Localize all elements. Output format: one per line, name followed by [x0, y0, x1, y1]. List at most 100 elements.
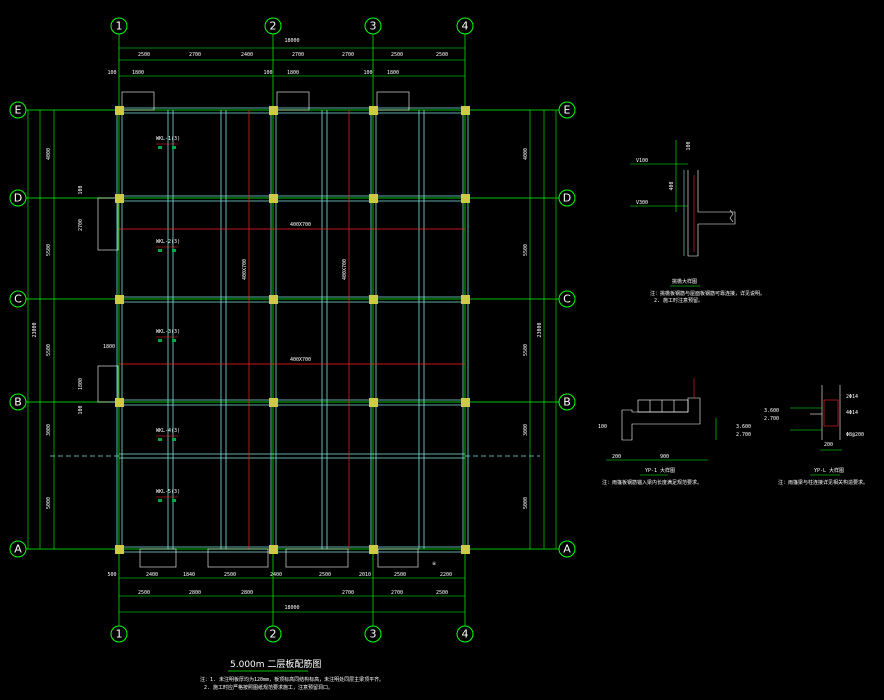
svg-text:4000: 4000 [523, 148, 529, 160]
svg-text:2500: 2500 [394, 572, 406, 578]
slab-tag: WKL-3(3) [156, 329, 180, 342]
axis-bubble-row: C [558, 290, 576, 308]
svg-text:2.700: 2.700 [764, 416, 779, 422]
svg-text:1: 1 [116, 20, 123, 33]
svg-text:5500: 5500 [523, 344, 529, 356]
svg-text:注：雨篷梁与柱连接详见相关构造要求。: 注：雨篷梁与柱连接详见相关构造要求。 [778, 479, 868, 486]
axis-bubble-col: 4 [456, 17, 474, 35]
beam-label: 400X700 [290, 222, 311, 228]
svg-text:2500: 2500 [224, 572, 236, 578]
svg-text:2700: 2700 [189, 52, 201, 58]
svg-text:1: 1 [116, 628, 123, 641]
svg-text:100: 100 [686, 141, 692, 150]
axis-bubble-col: 1 [110, 17, 128, 35]
svg-text:100: 100 [363, 70, 372, 76]
svg-text:200: 200 [612, 454, 621, 460]
slab-tag: WKL-1(3) [156, 136, 180, 149]
svg-text:V100: V100 [636, 158, 648, 164]
vbeam-label: 400X700 [242, 259, 248, 280]
svg-text:E: E [15, 104, 22, 117]
svg-text:3: 3 [370, 20, 377, 33]
axis-bubble-col: 2 [264, 625, 282, 643]
svg-text:WKL-5(3): WKL-5(3) [156, 489, 180, 495]
slab-tag: WKL-4(3) [156, 428, 180, 441]
plan-title: 5.000m 二层板配筋图 注：1. 未注明板厚均为120mm，板顶标高同结构标… [200, 658, 384, 691]
left-dims: 4000 5500 5500 3000 5000 23000 100 2700 … [32, 148, 115, 509]
axis-bubble-col: 1 [110, 625, 128, 643]
axis-bubble-row: D [9, 189, 27, 207]
svg-text:V300: V300 [636, 200, 648, 206]
axis-bubble-row: E [558, 101, 576, 119]
svg-text:5500: 5500 [46, 244, 52, 256]
svg-text:3.600: 3.600 [736, 424, 751, 430]
svg-text:2Φ14: 2Φ14 [846, 394, 858, 400]
svg-text:2800: 2800 [189, 590, 201, 596]
svg-text:4000: 4000 [46, 148, 52, 160]
svg-text:2010: 2010 [359, 572, 371, 578]
axis-bubble-col: 2 [264, 17, 282, 35]
svg-text:400: 400 [669, 181, 675, 190]
svg-text:C: C [563, 293, 571, 306]
svg-text:2. 施工时注意预留。: 2. 施工时注意预留。 [654, 297, 703, 304]
svg-text:注：雨篷板钢筋锚入梁内长度满足规范要求。: 注：雨篷板钢筋锚入梁内长度满足规范要求。 [602, 479, 702, 486]
svg-text:1800: 1800 [387, 70, 399, 76]
slab-tags: WKL-1(3) WKL-2(3) WKL-3(3) WKL-4(3) WKL- [156, 136, 180, 502]
svg-text:2700: 2700 [292, 52, 304, 58]
svg-text:2700: 2700 [391, 590, 403, 596]
openings [97, 91, 419, 568]
svg-text:Φ8@200: Φ8@200 [846, 432, 864, 438]
axis-bubble-row: D [558, 189, 576, 207]
axis-bubble-col: 3 [364, 17, 382, 35]
svg-text:1800: 1800 [103, 344, 115, 350]
svg-text:4Φ14: 4Φ14 [846, 410, 858, 416]
axis-bubble-row: B [558, 393, 576, 411]
detail-eave: V100 V300 400 100 挑檐大样图 注：挑檐板钢筋与屋面板钢筋可靠连… [630, 140, 765, 304]
axis-bubble-col: 3 [364, 625, 382, 643]
svg-text:2400: 2400 [146, 572, 158, 578]
svg-text:A: A [14, 543, 22, 556]
svg-text:2.700: 2.700 [736, 432, 751, 438]
svg-text:B: B [14, 396, 22, 409]
svg-text:1800: 1800 [287, 70, 299, 76]
svg-text:D: D [563, 192, 571, 205]
svg-text:2700: 2700 [342, 52, 354, 58]
svg-text:2500: 2500 [436, 590, 448, 596]
svg-text:100: 100 [78, 185, 84, 194]
axis-bubble-row: A [9, 540, 27, 558]
axis-bubbles: 1 2 3 4 1 2 3 4 E D C B A E D C B A [9, 17, 576, 643]
main-plan: WKL-1(3) WKL-2(3) WKL-3(3) WKL-4(3) WKL- [9, 17, 576, 691]
plan-note: 注：1. 未注明板厚均为120mm，板顶标高同结构标高，未注明处同层主梁顶平齐。 [200, 676, 384, 683]
svg-text:2700: 2700 [78, 219, 84, 231]
svg-text:100: 100 [263, 70, 272, 76]
svg-text:2700: 2700 [342, 590, 354, 596]
svg-text:5.000m 二层板配筋图: 5.000m 二层板配筋图 [230, 658, 321, 670]
svg-text:4: 4 [462, 628, 469, 641]
axis-bubble-col: 4 [456, 625, 474, 643]
svg-text:2200: 2200 [440, 572, 452, 578]
svg-text:B: B [563, 396, 571, 409]
svg-text:3.600: 3.600 [764, 408, 779, 414]
svg-text:WKL-4(3): WKL-4(3) [156, 428, 180, 434]
slab-tag: WKL-5(3) [156, 489, 180, 502]
svg-text:2400: 2400 [241, 52, 253, 58]
axis-bubble-row: C [9, 290, 27, 308]
svg-text:A: A [563, 543, 571, 556]
svg-text:注：挑檐板钢筋与屋面板钢筋可靠连接，详见说明。: 注：挑檐板钢筋与屋面板钢筋可靠连接，详见说明。 [650, 290, 765, 297]
svg-text:1800: 1800 [78, 378, 84, 390]
svg-text:100: 100 [598, 424, 607, 430]
axis-lines [26, 34, 559, 626]
top-dims: 2500 2700 2400 2700 2700 2500 2500 18000… [107, 38, 448, 76]
svg-text:4: 4 [462, 20, 469, 33]
svg-text:3000: 3000 [523, 424, 529, 436]
svg-text:5500: 5500 [46, 344, 52, 356]
axis-bubble-row: E [9, 101, 27, 119]
section-lines [119, 110, 465, 549]
svg-text:18000: 18000 [284, 38, 299, 44]
svg-text:200: 200 [824, 442, 833, 448]
svg-text:2500: 2500 [138, 52, 150, 58]
svg-text:C: C [14, 293, 22, 306]
svg-text:2: 2 [270, 20, 277, 33]
svg-text:5500: 5500 [523, 244, 529, 256]
detail-yp1: 200 900 100 3.600 2.700 YP-1 大样图 注：雨篷板钢筋… [598, 378, 751, 486]
